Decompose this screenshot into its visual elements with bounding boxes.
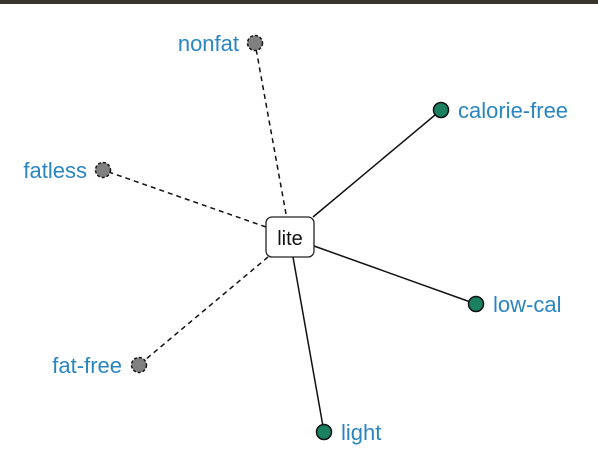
node-marker-nonfat[interactable] bbox=[246, 34, 264, 52]
node-marker-light[interactable] bbox=[315, 423, 333, 441]
edge-low-cal bbox=[313, 245, 477, 305]
center-node[interactable]: lite bbox=[265, 216, 315, 258]
node-label-fat-free[interactable]: fat-free bbox=[52, 353, 122, 378]
node-marker-fat-free[interactable] bbox=[130, 356, 148, 374]
edges bbox=[102, 42, 477, 433]
top-border bbox=[0, 0, 598, 4]
node-label-fatless[interactable]: fatless bbox=[23, 158, 87, 183]
edge-nonfat bbox=[254, 42, 287, 215]
node-fatless[interactable]: fatless bbox=[23, 158, 112, 183]
node-calorie-free[interactable]: calorie-free bbox=[432, 98, 569, 123]
center-node-label: lite bbox=[277, 228, 303, 250]
node-marker-fatless[interactable] bbox=[94, 161, 112, 179]
center-node-box[interactable] bbox=[265, 216, 315, 258]
node-marker-low-cal[interactable] bbox=[467, 295, 485, 313]
node-label-nonfat[interactable]: nonfat bbox=[178, 31, 239, 56]
edge-calorie-free bbox=[312, 109, 442, 218]
node-label-low-cal[interactable]: low-cal bbox=[493, 292, 561, 317]
node-low-cal[interactable]: low-cal bbox=[467, 292, 562, 317]
node-marker-calorie-free[interactable] bbox=[432, 101, 450, 119]
node-nonfat[interactable]: nonfat bbox=[178, 31, 264, 56]
node-light[interactable]: light bbox=[315, 420, 382, 445]
edge-light bbox=[292, 256, 325, 433]
node-label-calorie-free[interactable]: calorie-free bbox=[458, 98, 568, 123]
edge-fat-free bbox=[138, 256, 269, 366]
edge-fatless bbox=[102, 169, 267, 228]
node-fat-free[interactable]: fat-free bbox=[52, 353, 148, 378]
node-label-light[interactable]: light bbox=[341, 420, 381, 445]
nodes: nonfat calorie-free fatless low-cal fat-free… bbox=[23, 31, 568, 445]
